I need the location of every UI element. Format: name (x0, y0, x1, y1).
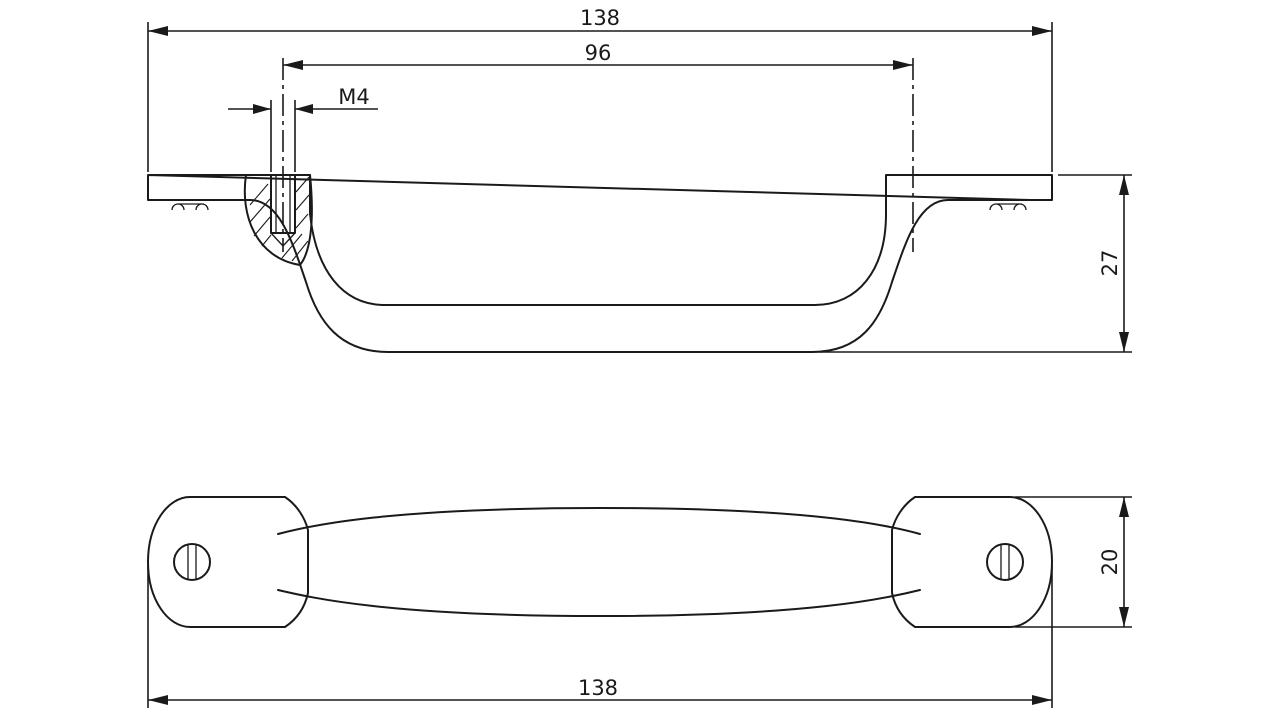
dim-overall-length-top: 138 (147, 6, 1053, 172)
dim-overall-length-bottom: 138 (147, 565, 1053, 708)
dim-label-20: 20 (1098, 549, 1122, 576)
dim-width: 20 (1015, 496, 1132, 628)
screw-left (173, 543, 211, 581)
handle-side-outline (147, 174, 1053, 353)
dim-label-138-top: 138 (580, 6, 620, 30)
dim-label-27: 27 (1098, 250, 1122, 277)
dim-label-m4: M4 (338, 85, 369, 109)
section-outline (243, 174, 313, 266)
dim-height: 27 (820, 174, 1132, 353)
top-view (147, 496, 1053, 628)
foot-left-outline (147, 496, 309, 628)
foot-right-outline (891, 496, 1053, 628)
side-view (147, 58, 1053, 353)
section-hatching (249, 176, 310, 262)
grip-body-outline (277, 507, 921, 617)
dim-label-96: 96 (585, 41, 612, 65)
foot-detail-right (989, 203, 1027, 211)
screw-right (986, 543, 1024, 581)
foot-detail-left (171, 203, 209, 211)
dim-label-138-bottom: 138 (578, 676, 618, 700)
dim-thread: M4 (228, 85, 378, 172)
dim-hole-spacing: 96 (283, 41, 913, 70)
